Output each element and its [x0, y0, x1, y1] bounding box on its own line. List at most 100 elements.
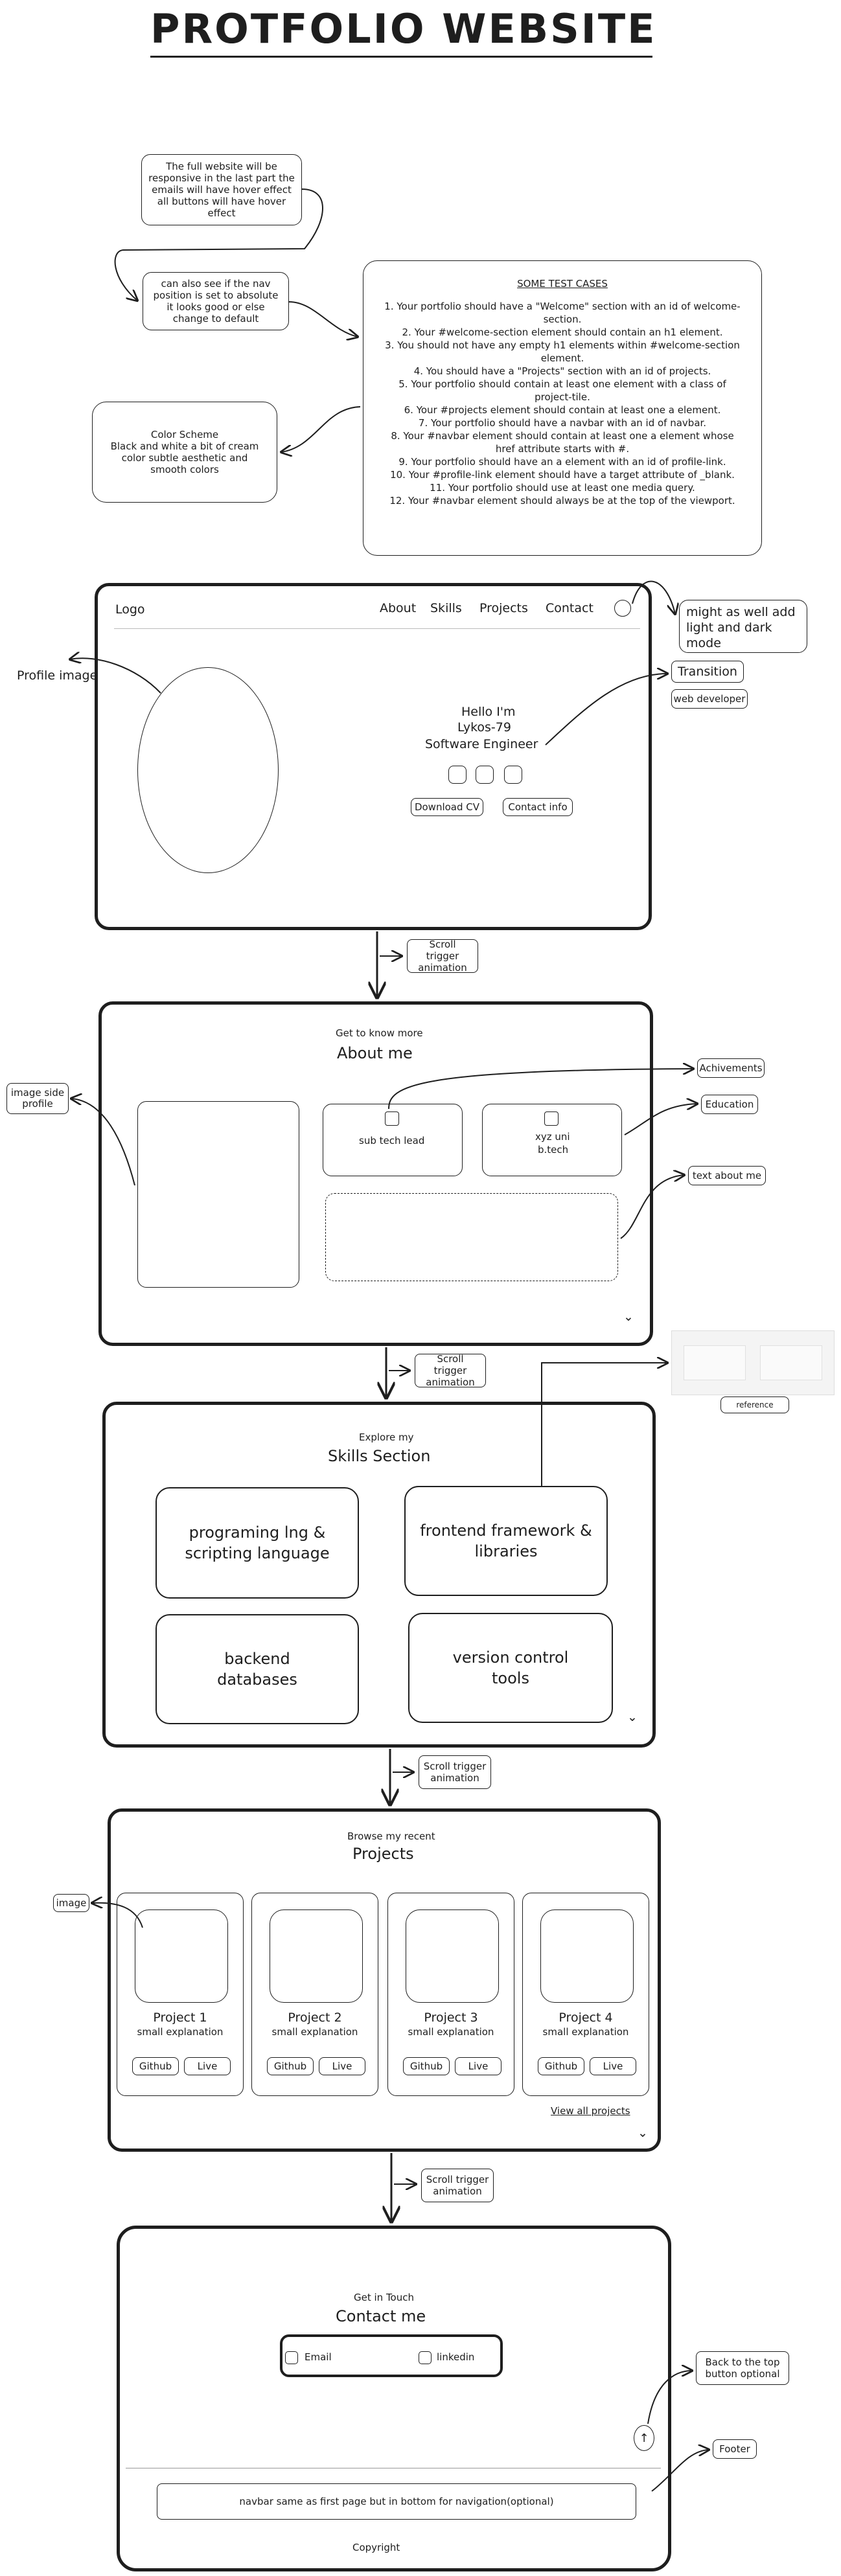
nav-link-skills[interactable]: Skills [430, 601, 462, 615]
skills-title: Skills Section [328, 1447, 431, 1465]
project-github-button[interactable]: Github [538, 2057, 584, 2075]
note-color-scheme: Color Scheme Black and white a bit of cr… [92, 402, 277, 503]
theme-toggle-icon[interactable] [614, 600, 631, 617]
color-scheme-body: Black and white a bit of cream color sub… [110, 440, 259, 475]
download-cv-button[interactable]: Download CV [411, 798, 483, 816]
email-icon[interactable] [285, 2351, 298, 2364]
project-github-button[interactable]: Github [403, 2057, 450, 2075]
project-github-button[interactable]: Github [267, 2057, 314, 2075]
about-text-placeholder [325, 1193, 618, 1281]
contact-links-box [280, 2334, 503, 2377]
annotation-theme-toggle: might as well add light and dark mode [679, 600, 807, 653]
scroll-down-icon-2[interactable]: ⌄ [627, 1710, 638, 1724]
education-icon [544, 1111, 559, 1126]
project-name: Project 3 [424, 2011, 478, 2025]
project-image-placeholder [135, 1909, 228, 2003]
test-case-item: 3. You should not have any empty h1 elem… [385, 339, 740, 364]
annotation-education: Education [701, 1095, 758, 1114]
test-case-item: 10. Your #profile-link element should ha… [390, 469, 735, 481]
test-cases-title: SOME TEST CASES [517, 278, 608, 290]
skill-card-version-control[interactable]: version control tools [408, 1613, 613, 1723]
back-to-top-button[interactable]: ↑ [634, 2425, 654, 2451]
linkedin-icon[interactable] [419, 2351, 432, 2364]
annotation-web-developer-text: web developer [673, 693, 746, 705]
about-subtitle: Get to know more [336, 1027, 423, 1039]
about-title: About me [337, 1044, 413, 1062]
test-case-item: 6. Your #projects element should contain… [404, 404, 721, 416]
project-live-button[interactable]: Live [455, 2057, 501, 2075]
scroll-trigger-note-1: Scroll trigger animation [407, 939, 478, 974]
annotation-profile-image: Profile image [17, 668, 98, 683]
project-live-button[interactable]: Live [319, 2057, 365, 2075]
skill-card-programming[interactable]: programing lng & scripting language [156, 1487, 359, 1599]
copyright: Copyright [352, 2542, 400, 2553]
annotation-achievements: Achivements [697, 1058, 765, 1078]
skill-card-version-control-text: version control tools [452, 1648, 569, 1687]
download-cv-label: Download CV [414, 801, 480, 813]
scroll-trigger-note-3: Scroll trigger animation [419, 1755, 491, 1789]
note-nav-position-text: can also see if the nav position is set … [153, 278, 279, 325]
project-image-placeholder [540, 1909, 634, 2003]
project-name: Project 1 [153, 2011, 207, 2025]
skill-card-frontend-text: frontend framework & libraries [420, 1522, 592, 1560]
test-case-item: 11. Your portfolio should use at least o… [430, 482, 695, 494]
skill-card-frontend[interactable]: frontend framework & libraries [404, 1486, 608, 1596]
test-case-item: 2. Your #welcome-section element should … [402, 326, 723, 338]
project-live-button[interactable]: Live [184, 2057, 231, 2075]
skill-card-backend[interactable]: backend databases [156, 1614, 359, 1724]
projects-title: Projects [352, 1845, 414, 1863]
test-case-item: 1. Your portfolio should have a "Welcome… [384, 301, 741, 325]
about-card-experience-text: sub tech lead [359, 1135, 425, 1146]
social-icon-2[interactable] [476, 766, 494, 784]
test-cases-box: SOME TEST CASES 1. Your portfolio should… [363, 260, 762, 556]
footer-navbar[interactable]: navbar same as first page but in bottom … [157, 2483, 636, 2520]
scroll-trigger-text-2: Scroll trigger animation [426, 1353, 475, 1388]
test-case-item: 9. Your portfolio should have an a eleme… [398, 456, 726, 468]
annotation-footer: Footer [713, 2439, 757, 2459]
about-card-education-uni: xyz uni [535, 1131, 570, 1143]
contact-info-label: Contact info [508, 801, 568, 813]
hero-greeting: Hello I'm [461, 705, 516, 719]
logo[interactable]: Logo [115, 602, 145, 617]
annotation-education-text: Education [705, 1099, 754, 1110]
about-card-education-degree: b.tech [538, 1144, 569, 1156]
project-live-button[interactable]: Live [590, 2057, 636, 2075]
contact-info-button[interactable]: Contact info [503, 798, 573, 816]
skill-card-backend-text: backend databases [217, 1650, 297, 1689]
arrow-nav-note-to-testcases [288, 301, 358, 337]
annotation-transition-text: Transition [678, 665, 737, 679]
annotation-back-to-top-text: Back to the top button optional [705, 2356, 780, 2380]
scroll-down-icon-1[interactable]: ⌄ [623, 1310, 634, 1324]
note-nav-position: can also see if the nav position is set … [143, 272, 289, 330]
nav-link-about[interactable]: About [380, 601, 417, 615]
test-case-item: 7. Your portfolio should have a navbar w… [418, 417, 707, 429]
skills-subtitle: Explore my [359, 1431, 414, 1443]
annotation-image-side: image side profile [6, 1083, 69, 1114]
nav-link-contact[interactable]: Contact [546, 601, 593, 615]
hero-name: Lykos-79 [457, 720, 511, 735]
email-link[interactable]: Email [305, 2351, 332, 2363]
linkedin-link[interactable]: linkedin [437, 2351, 475, 2363]
experience-icon [385, 1111, 399, 1126]
annotation-achievements-text: Achivements [699, 1062, 763, 1074]
scroll-down-icon-3[interactable]: ⌄ [638, 2126, 648, 2140]
note-responsive-text: The full website will be responsive in t… [148, 161, 295, 219]
annotation-text-about-text: text about me [692, 1170, 762, 1181]
social-icon-1[interactable] [448, 766, 467, 784]
project-github-button[interactable]: Github [132, 2057, 179, 2075]
nav-link-projects[interactable]: Projects [479, 601, 528, 615]
reference-caption: reference [720, 1396, 789, 1413]
annotation-text-about: text about me [688, 1166, 766, 1185]
view-all-projects-link[interactable]: View all projects [551, 2105, 630, 2117]
hero-role: Software Engineer [425, 737, 538, 751]
annotation-back-to-top: Back to the top button optional [696, 2351, 789, 2385]
annotation-transition: Transition [671, 661, 744, 683]
nav-divider [114, 628, 640, 629]
contact-subtitle: Get in Touch [354, 2292, 414, 2303]
projects-subtitle: Browse my recent [347, 1830, 435, 1842]
annotation-web-developer: web developer [671, 689, 748, 709]
note-responsive: The full website will be responsive in t… [141, 154, 302, 225]
project-description: small explanation [137, 2026, 224, 2038]
page-title: PROTFOLIO WEBSITE [150, 5, 657, 52]
social-icon-3[interactable] [504, 766, 522, 784]
